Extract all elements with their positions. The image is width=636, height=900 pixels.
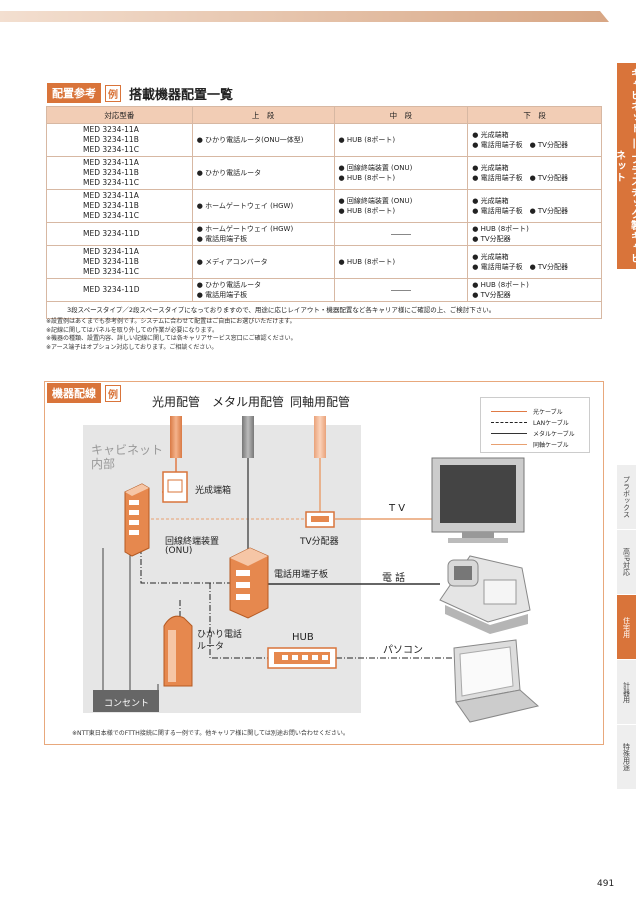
cell-lower: ● HUB (8ポート)● TV分配器: [467, 222, 602, 246]
legend-optical: 光ケーブル: [491, 406, 586, 416]
cell-lower: ● HUB (8ポート)● TV分配器: [467, 278, 602, 302]
outlet-device: [93, 690, 159, 712]
cell-upper: ● ひかり電話ルータ● 電話用端子板: [191, 278, 335, 302]
col-header-model: 対応型番: [46, 106, 193, 124]
cell-lower: ● 光成端箱● 電話用端子板 ● TV分配器: [467, 123, 602, 157]
router-device: [163, 615, 193, 687]
coax-conduit: [314, 416, 326, 458]
label-coax-conduit: 同軸用配管: [290, 395, 351, 409]
cell-models: MED 3234-11D: [46, 222, 193, 246]
metal-conduit: [242, 416, 254, 458]
cabinet-label-2: 内部: [91, 457, 116, 471]
label-phone: 電 話: [382, 573, 406, 584]
side-tab-meter[interactable]: 計器用: [617, 660, 636, 724]
remark-line: ※アース端子はオプション対応しております。ご相談ください。: [46, 343, 218, 351]
label-onu-1: 回線終端装置: [165, 537, 220, 547]
side-tab-special[interactable]: 特殊用途: [617, 725, 636, 789]
label-onu-2: (ONU): [165, 546, 193, 556]
remark-line: ※機器の種類、設置内容、詳しい記線に関しては各キャリアサービス窓口にご確認くださ…: [46, 335, 297, 342]
diagram-footnote: ※NTT東日本様でのFTTH接続に関する一例です。他キャリア様に関しては別途お問…: [72, 730, 349, 737]
tv-icon: [431, 457, 525, 543]
telephone-icon: [439, 555, 531, 634]
hub-device: [267, 647, 337, 669]
label-router-1: ひかり電話: [197, 630, 243, 640]
laptop-icon: [453, 639, 540, 723]
col-header-middle: 中 段: [333, 106, 469, 124]
side-tab-cabinet[interactable]: キャビネット ― プラスチック製キャビネット: [614, 63, 636, 269]
optical-box-device: [162, 471, 188, 503]
section-label: 配置参考: [47, 83, 101, 103]
table-row: MED 3234-11D● ホームゲートウェイ (HGW)● 電話用端子板● H…: [46, 222, 602, 246]
cell-middle: [333, 222, 469, 246]
label-tv: T V: [389, 503, 406, 514]
label-outlet: コンセント: [104, 699, 150, 709]
page-number: 491: [597, 879, 615, 889]
cable-legend: 光ケーブル LANケーブル メタルケーブル 同軸ケーブル: [480, 397, 590, 453]
side-tab-plabox[interactable]: プラボックス: [617, 465, 636, 529]
section-title: 搭載機器配置一覧: [129, 87, 234, 103]
optical-conduit: [170, 416, 182, 458]
label-pc: パソコン: [383, 645, 423, 656]
section-header-layout: 配置参考 例 搭載機器配置一覧: [47, 83, 233, 103]
onu-device: [124, 483, 150, 557]
phone-board-device: [229, 547, 269, 619]
label-metal-conduit: メタル用配管: [212, 395, 285, 409]
label-router-2: ルータ: [197, 642, 225, 652]
label-optical-box: 光成端箱: [195, 486, 232, 496]
example-badge: 例: [105, 384, 121, 402]
lan-cable: [140, 548, 230, 584]
cabinet-label-1: キャビネット: [91, 443, 164, 457]
label-optical-conduit: 光用配管: [152, 395, 201, 409]
section-label: 機器配線: [47, 383, 101, 403]
example-badge: 例: [105, 84, 121, 102]
legend-coax: 同軸ケーブル: [491, 439, 586, 449]
cell-upper: ● メディアコンバータ: [191, 245, 335, 279]
cell-upper: ● ホームゲートウェイ (HGW): [191, 189, 335, 223]
wiring-diagram-frame: [44, 381, 604, 745]
side-tab-residential[interactable]: 住宅用: [617, 595, 636, 659]
remark-line: ※設置例はあくまでも参考例です。システムに合わせて配置はご自由にお選びいただけま…: [46, 318, 296, 325]
label-phone-board: 電話用端子板: [274, 570, 329, 580]
label-tv-splitter: TV分配器: [300, 537, 339, 547]
table-note: 3段スペースタイプ／2段スペースタイプになっておりますので、用途に応じレイアウト…: [46, 301, 602, 319]
section-header-wiring: 機器配線 例: [47, 383, 121, 403]
cell-lower: ● 光成端箱● 電話用端子板 ● TV分配器: [467, 245, 602, 279]
cell-middle: ● HUB (8ポート): [333, 245, 469, 279]
cell-middle: ● 回線終端装置 (ONU)● HUB (8ポート): [333, 156, 469, 190]
tv-splitter-device: [305, 511, 335, 528]
cell-lower: ● 光成端箱● 電話用端子板 ● TV分配器: [467, 189, 602, 223]
remarks-list: ※設置例はあくまでも参考例です。システムに合わせて配置はご自由にお選びいただけま…: [46, 318, 297, 352]
label-hub: HUB: [292, 632, 314, 643]
legend-metal: メタルケーブル: [491, 428, 586, 438]
cell-upper: ● ひかり電話ルータ: [191, 156, 335, 190]
remark-line: ※記線に関してはパネルを取り外しての作業が必要になります。: [46, 326, 218, 334]
legend-lan: LANケーブル: [491, 417, 586, 427]
side-tab-high-ip[interactable]: 高IP対応: [617, 530, 636, 594]
top-decoration-bar: [0, 11, 609, 22]
